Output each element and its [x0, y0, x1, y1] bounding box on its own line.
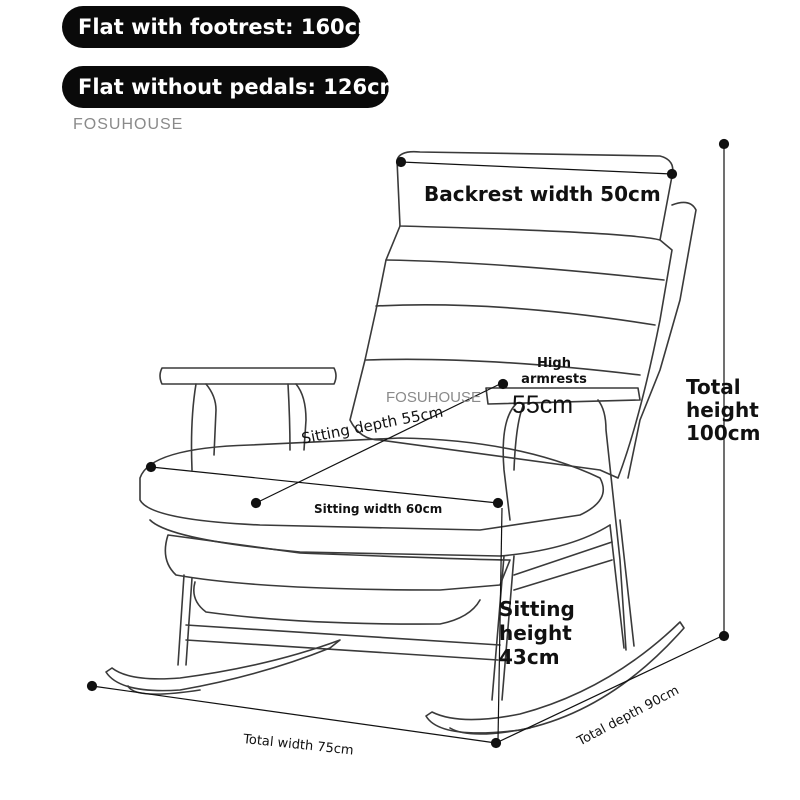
- total-height-label: Total height 100cm: [686, 375, 761, 445]
- sitting-height-label: Sitting height 43cm: [499, 597, 575, 669]
- total-height-dot-top: [718, 138, 730, 150]
- backrest-width-line: [400, 161, 673, 175]
- flat-without-pedals-banner: Flat without pedals: 126cm: [62, 66, 401, 108]
- sitting-width-dot-left: [145, 461, 157, 473]
- backrest-outline: [349, 225, 673, 479]
- total-width-dot-left: [86, 680, 98, 692]
- flat-with-footrest-banner: Flat with footrest: 160cm: [62, 6, 379, 48]
- sitting-depth-dot: [250, 497, 262, 509]
- backrest-width-dot-right: [666, 168, 678, 180]
- right-rocker: [425, 621, 685, 734]
- backrest-seam-2: [375, 304, 656, 326]
- right-armrest: [485, 387, 641, 405]
- backrest-width-dot-left: [395, 156, 407, 168]
- sitting-width-label: Sitting width 60cm: [314, 502, 443, 516]
- footrest-lower: [193, 581, 481, 625]
- high-armrests-label: High armrests: [521, 356, 587, 387]
- sitting-height-line: [497, 507, 503, 741]
- backrest-seam-1: [385, 259, 665, 281]
- total-height-dot-bottom: [718, 630, 730, 642]
- backrest-seam-3: [365, 358, 641, 376]
- sitting-depth-line: [255, 383, 501, 504]
- left-rocker: [105, 639, 341, 692]
- armrest-dot: [497, 378, 509, 390]
- sitting-width-dot-right: [492, 497, 504, 509]
- rocker-inner: [127, 685, 531, 735]
- rear-right-leg: [609, 519, 635, 649]
- right-arm-support: [502, 399, 627, 651]
- total-width-line: [91, 685, 497, 744]
- backrest-width-label: Backrest width 50cm: [424, 182, 661, 206]
- total-depth-line: [495, 635, 723, 744]
- seat-cushion: [139, 437, 605, 531]
- rear-frame: [627, 201, 697, 479]
- sitting-width-line: [150, 466, 499, 504]
- front-right-leg: [491, 555, 515, 701]
- cross-bar: [185, 541, 613, 661]
- left-armrest: [159, 367, 337, 385]
- front-left-leg: [177, 574, 193, 666]
- high-armrests-value: 55cm: [512, 391, 574, 419]
- footrest-cushion: [164, 534, 511, 591]
- watermark-text: FOSUHOUSE: [386, 389, 482, 406]
- brand-logo-text: FOSUHOUSE: [73, 116, 184, 133]
- seat-front: [149, 519, 611, 557]
- left-arm-support: [190, 383, 307, 471]
